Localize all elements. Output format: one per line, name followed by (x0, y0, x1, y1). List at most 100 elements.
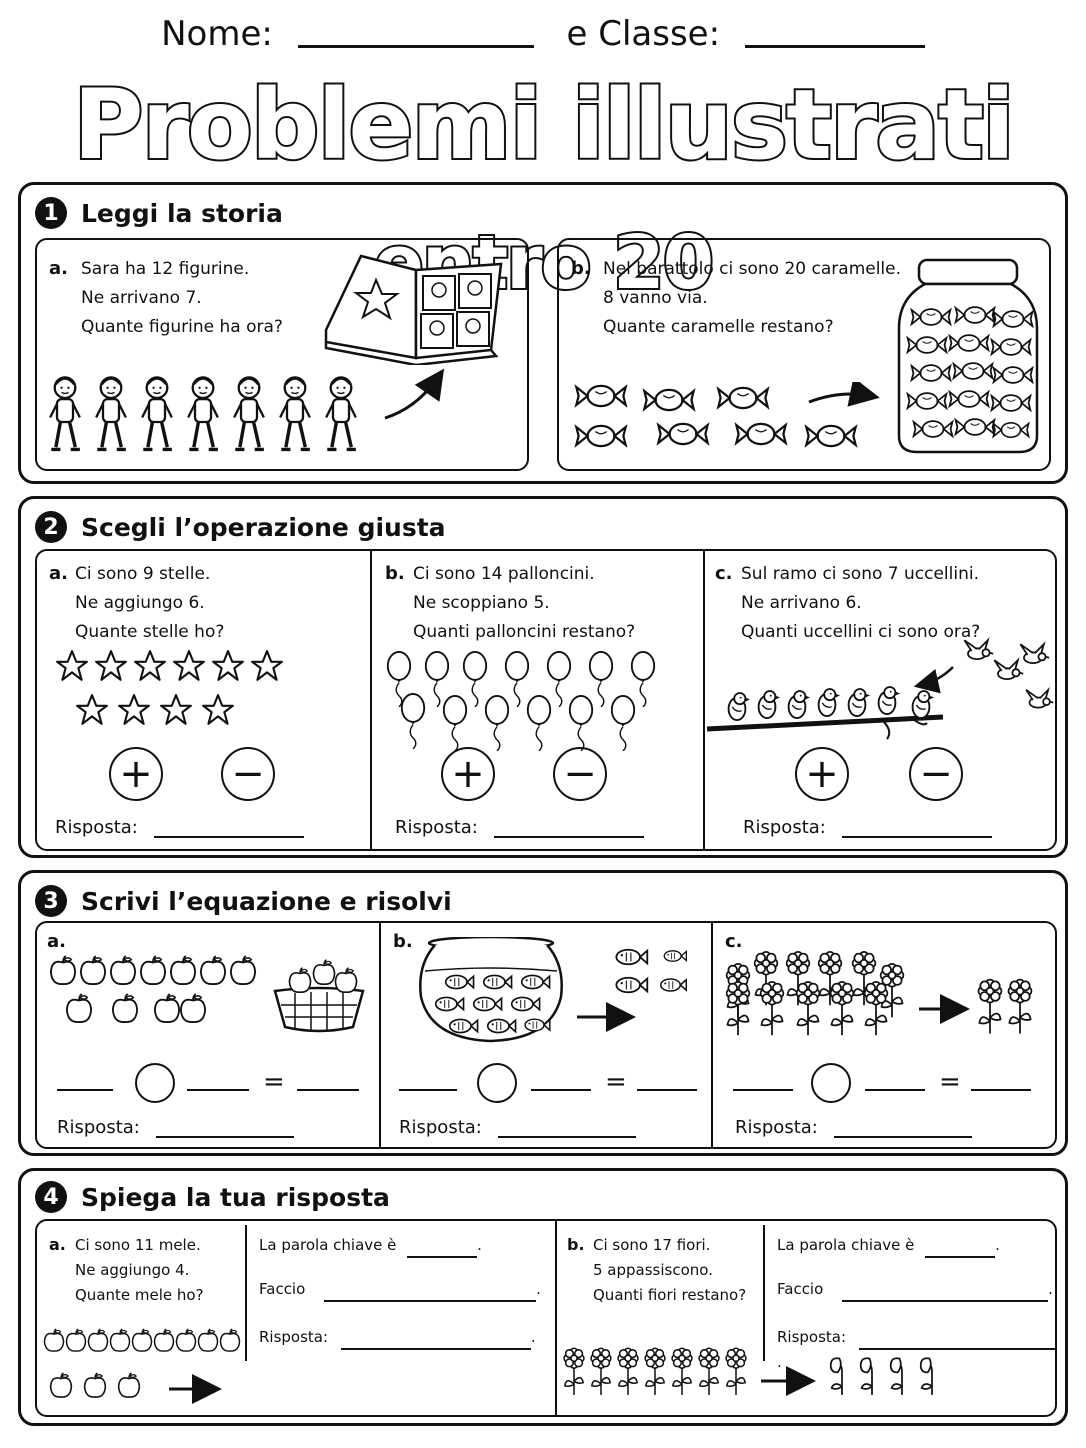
answer-field[interactable] (497, 1136, 636, 1138)
problem-line: Ci sono 17 fiori. (593, 1236, 711, 1254)
section-4: 4 Spiega la tua risposta a. Ci sono 11 m… (18, 1168, 1068, 1426)
problem-letter: a. (49, 258, 68, 279)
problem-line: Ne arrivano 6. (741, 593, 862, 613)
section-number: 2 (35, 511, 67, 543)
answer-label: Risposta: (57, 1117, 140, 1138)
problem-letter: a. (47, 931, 66, 952)
faccio-field[interactable] (842, 1300, 1049, 1302)
section-2: 2 Scegli l’operazione giusta a. Ci sono … (18, 496, 1068, 858)
equations-panel: a. = Risposta: b. (35, 921, 1057, 1149)
plus-button[interactable]: + (795, 747, 849, 801)
problem-letter: b. (567, 1235, 585, 1254)
flowers-illustration (563, 1347, 933, 1396)
problem-line: Sul ramo ci sono 7 uccellini. (741, 564, 979, 584)
answer-field[interactable] (858, 1348, 1055, 1350)
problem-line: Nel barattolo ci sono 20 caramelle. (603, 259, 902, 279)
problem-line: Quanti uccellini ci sono ora? (741, 622, 981, 642)
flowers-illustration (725, 951, 1033, 1037)
operator-circle[interactable] (811, 1063, 851, 1103)
name-class-header: Nome: e Classe: (0, 14, 1086, 60)
minus-button[interactable]: − (221, 747, 275, 801)
problem-letter: c. (725, 931, 743, 952)
section-number: 1 (35, 197, 67, 229)
name-field[interactable] (297, 18, 534, 48)
page-title: Problemi illustrati entro 20 (0, 68, 1086, 308)
keyword-label: La parola chiave è (777, 1236, 915, 1254)
problem-line: Quante figurine ha ora? (81, 317, 283, 337)
answer-field[interactable] (155, 1136, 294, 1138)
operations-panel: a. Ci sono 9 stelle. Ne aggiungo 6. Quan… (35, 549, 1057, 851)
problem-line: Quante stelle ho? (75, 622, 225, 642)
stars-illustration (56, 650, 283, 725)
balloons-illustration (386, 651, 656, 751)
keyword-field[interactable] (925, 1256, 996, 1258)
problem-line: Ci sono 9 stelle. (75, 564, 211, 584)
faccio-label: Faccio (259, 1280, 306, 1298)
problem-line: Quante caramelle restano? (603, 317, 834, 337)
problem-line: Sara ha 12 figurine. (81, 259, 250, 279)
problem-line: Quanti fiori restano? (593, 1286, 747, 1304)
keyword-label: La parola chiave è (259, 1236, 397, 1254)
story-b-panel: b. Nel barattolo ci sono 20 caramelle. 8… (557, 238, 1051, 471)
story-a-panel: a. Sara ha 12 figurine. Ne arrivano 7. Q… (35, 238, 529, 471)
problem-line: Ne arrivano 7. (81, 288, 202, 308)
problem-letter: b. (571, 258, 591, 279)
section-number: 3 (35, 885, 67, 917)
problem-line: Quanti palloncini restano? (413, 622, 636, 642)
section-title: Spiega la tua risposta (81, 1182, 390, 1212)
problem-line: 5 appassiscono. (593, 1261, 713, 1279)
equals-sign: = (939, 1067, 961, 1097)
apples-illustration (43, 1328, 241, 1404)
answer-label: Risposta: (735, 1117, 818, 1138)
arrow-icon (384, 368, 445, 420)
problem-letter: a. (49, 563, 68, 584)
keyword-field[interactable] (407, 1256, 478, 1258)
problem-line: Ci sono 11 mele. (75, 1236, 201, 1254)
sticker-album-illustration (324, 254, 503, 365)
birds-on-branch-illustration (706, 639, 1055, 740)
answer-field[interactable] (340, 1348, 531, 1350)
section-title: Leggi la storia (81, 198, 283, 228)
answer-field[interactable] (841, 836, 992, 838)
explain-panel: a. Ci sono 11 mele. Ne aggiungo 4. Quant… (35, 1219, 1057, 1417)
problem-letter: b. (385, 563, 405, 584)
answer-field[interactable] (833, 1136, 972, 1138)
section-title: Scrivi l’equazione e risolvi (81, 886, 452, 916)
faccio-field[interactable] (324, 1300, 537, 1302)
minus-button[interactable]: − (909, 747, 963, 801)
minus-button[interactable]: − (553, 747, 607, 801)
answer-field[interactable] (153, 836, 304, 838)
operator-circle[interactable] (135, 1063, 175, 1103)
plus-button[interactable]: + (109, 747, 163, 801)
apples-illustration (49, 955, 365, 1033)
section-number: 4 (35, 1181, 67, 1213)
arrow-icon (808, 382, 880, 407)
answer-field[interactable] (493, 836, 644, 838)
problem-letter: b. (393, 931, 413, 952)
problem-line: Ci sono 14 palloncini. (413, 564, 595, 584)
equals-sign: = (605, 1067, 627, 1097)
answer-label: Risposta: (777, 1328, 847, 1346)
section-title: Scegli l’operazione giusta (81, 512, 446, 542)
name-label: Nome: (161, 14, 273, 54)
class-label: e Classe: (566, 14, 721, 54)
problem-letter: a. (49, 1235, 66, 1254)
problem-line: 8 vanno via. (603, 288, 708, 308)
answer-label: Risposta: (55, 817, 138, 838)
problem-line: Ne scoppiano 5. (413, 593, 550, 613)
answer-label: Risposta: (395, 817, 478, 838)
children-illustration (48, 375, 358, 452)
problem-line: Ne aggiungo 6. (75, 593, 205, 613)
problem-line: Quante mele ho? (75, 1286, 204, 1304)
section-3: 3 Scrivi l’equazione e risolvi a. = Risp… (18, 870, 1068, 1156)
plus-button[interactable]: + (441, 747, 495, 801)
operator-circle[interactable] (477, 1063, 517, 1103)
equals-sign: = (263, 1067, 285, 1097)
section-1: 1 Leggi la storia a. Sara ha 12 figurine… (18, 182, 1068, 484)
answer-label: Risposta: (399, 1117, 482, 1138)
problem-line: Ne aggiungo 4. (75, 1261, 190, 1279)
class-field[interactable] (744, 18, 925, 48)
title-main: Problemi illustrati (71, 68, 1017, 182)
faccio-label: Faccio (777, 1280, 824, 1298)
answer-label: Risposta: (743, 817, 826, 838)
